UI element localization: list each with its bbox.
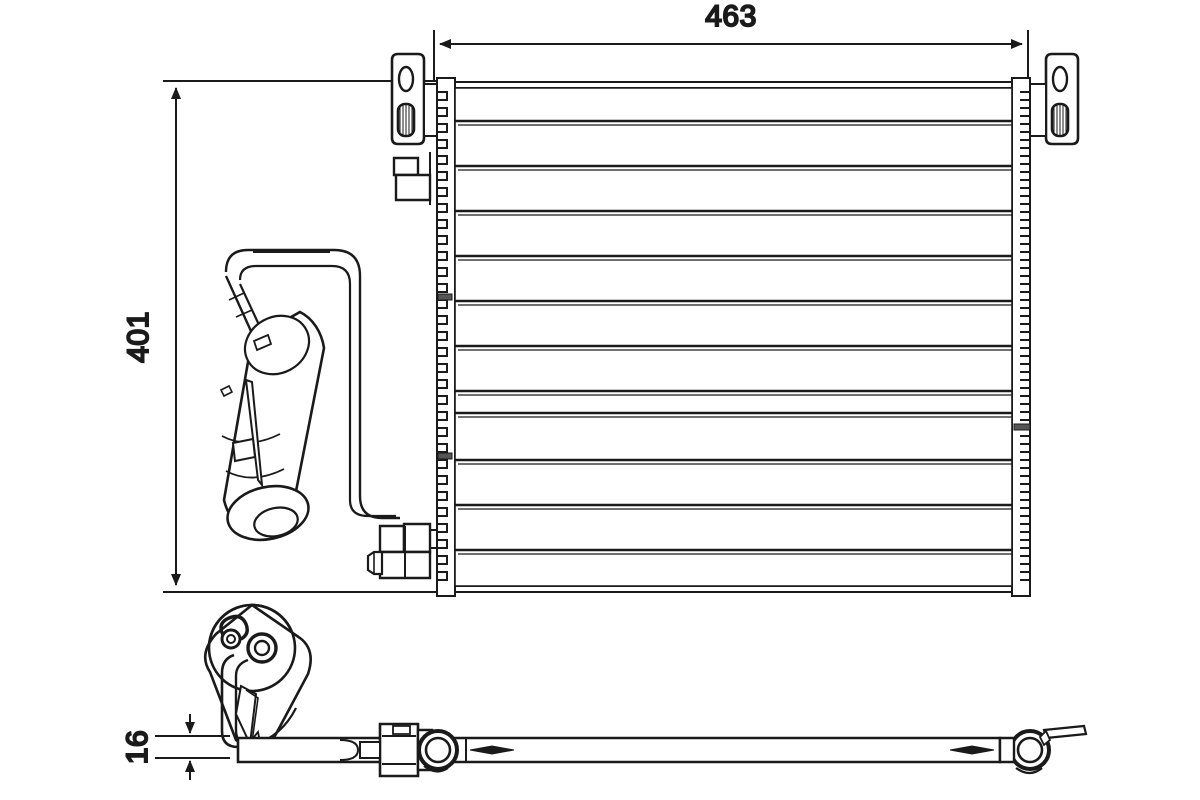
receiver-drier-assembly [219, 248, 400, 542]
bottom-wedge-crease [245, 689, 259, 743]
pipe-loop-inner [238, 264, 396, 518]
eyelet-ring-right [998, 724, 1088, 775]
drier-side-nub [219, 384, 234, 398]
left-baffle-marker [437, 452, 453, 460]
dimension-label-16: 16 [121, 730, 154, 764]
dimension-label-401: 401 [122, 311, 155, 363]
mounting-tab-right [1042, 724, 1088, 740]
bracket-foot-left [423, 83, 438, 137]
mounting-tab-bend [1038, 729, 1052, 747]
drier-port-group [219, 614, 278, 664]
bracket-hole-left [397, 65, 415, 93]
drier-upper-tab [252, 333, 273, 352]
tube-row [455, 548, 1012, 555]
bracket-foot-right [1029, 83, 1047, 137]
right-baffle-marker [1013, 423, 1031, 431]
tube-row [455, 344, 1012, 351]
tube-row [455, 209, 1012, 216]
pipe-seam-1 [228, 292, 245, 301]
core-fin-field [454, 87, 1013, 587]
bracket-slot-hatch-left [399, 105, 413, 135]
eyelet-inner-right [1016, 736, 1044, 764]
eyelet-inner-mid [424, 736, 452, 764]
upper-port-fitting [392, 152, 432, 205]
pipe-seam-2 [235, 309, 253, 318]
rail-flow-marker-right [949, 745, 995, 755]
outlet-block-upper [378, 524, 406, 554]
bottom-view [203, 603, 1088, 778]
tube-row [455, 299, 1012, 306]
eyelet-tail-mid [423, 765, 449, 773]
left-mounting-bracket [390, 52, 438, 146]
block-fitting-stub [359, 741, 381, 759]
drier-top-cap [243, 314, 311, 376]
tube-row [455, 458, 1012, 465]
tube-row [455, 503, 1012, 510]
eyelet-tail-right [1015, 767, 1043, 775]
drier-port-2-bore [253, 639, 271, 657]
drier-band-low [225, 468, 285, 479]
tube-row [455, 119, 1012, 126]
dimension-463 [433, 30, 1029, 82]
tube-row [455, 254, 1012, 261]
port-hook-outer [219, 614, 249, 641]
pipe-loop-outer [224, 248, 400, 520]
upper-port-cap [392, 156, 420, 177]
drier-bottom-port [253, 506, 299, 538]
outlet-hex-nut [366, 550, 384, 576]
outlet-block-upper-right [402, 522, 432, 554]
block-fitting-tab [392, 725, 411, 735]
tube-row [455, 411, 1012, 418]
tube-row [455, 389, 1012, 396]
left-fin-serration [437, 91, 448, 581]
core-tube-rows [455, 119, 1012, 555]
left-baffle-marker [437, 293, 453, 301]
upper-port-body [394, 173, 432, 202]
manifold-rail [236, 736, 1002, 764]
bracket-hole-right [1051, 65, 1069, 93]
eyelet-ring-mid [417, 729, 459, 773]
rail-flow-marker-left [469, 745, 515, 755]
rail-joint-a [339, 739, 360, 761]
bracket-slot-hatch-right [1053, 105, 1067, 135]
bottom-elbow-outer [220, 653, 239, 749]
pipe-left-descend-a [224, 275, 257, 341]
outlet-block-fitting [366, 522, 437, 580]
tube-row [455, 164, 1012, 171]
right-mounting-bracket [1029, 52, 1080, 146]
core-bottom-header [454, 585, 1013, 593]
dimension-label-463: 463 [705, 0, 757, 33]
eyelet-collar-right [998, 736, 1016, 764]
condenser-core [436, 77, 1031, 597]
drier-port-1-bore [226, 634, 236, 644]
drier-tag-plate [231, 437, 257, 463]
core-top-header [454, 81, 1013, 89]
dimension-16 [155, 714, 230, 780]
